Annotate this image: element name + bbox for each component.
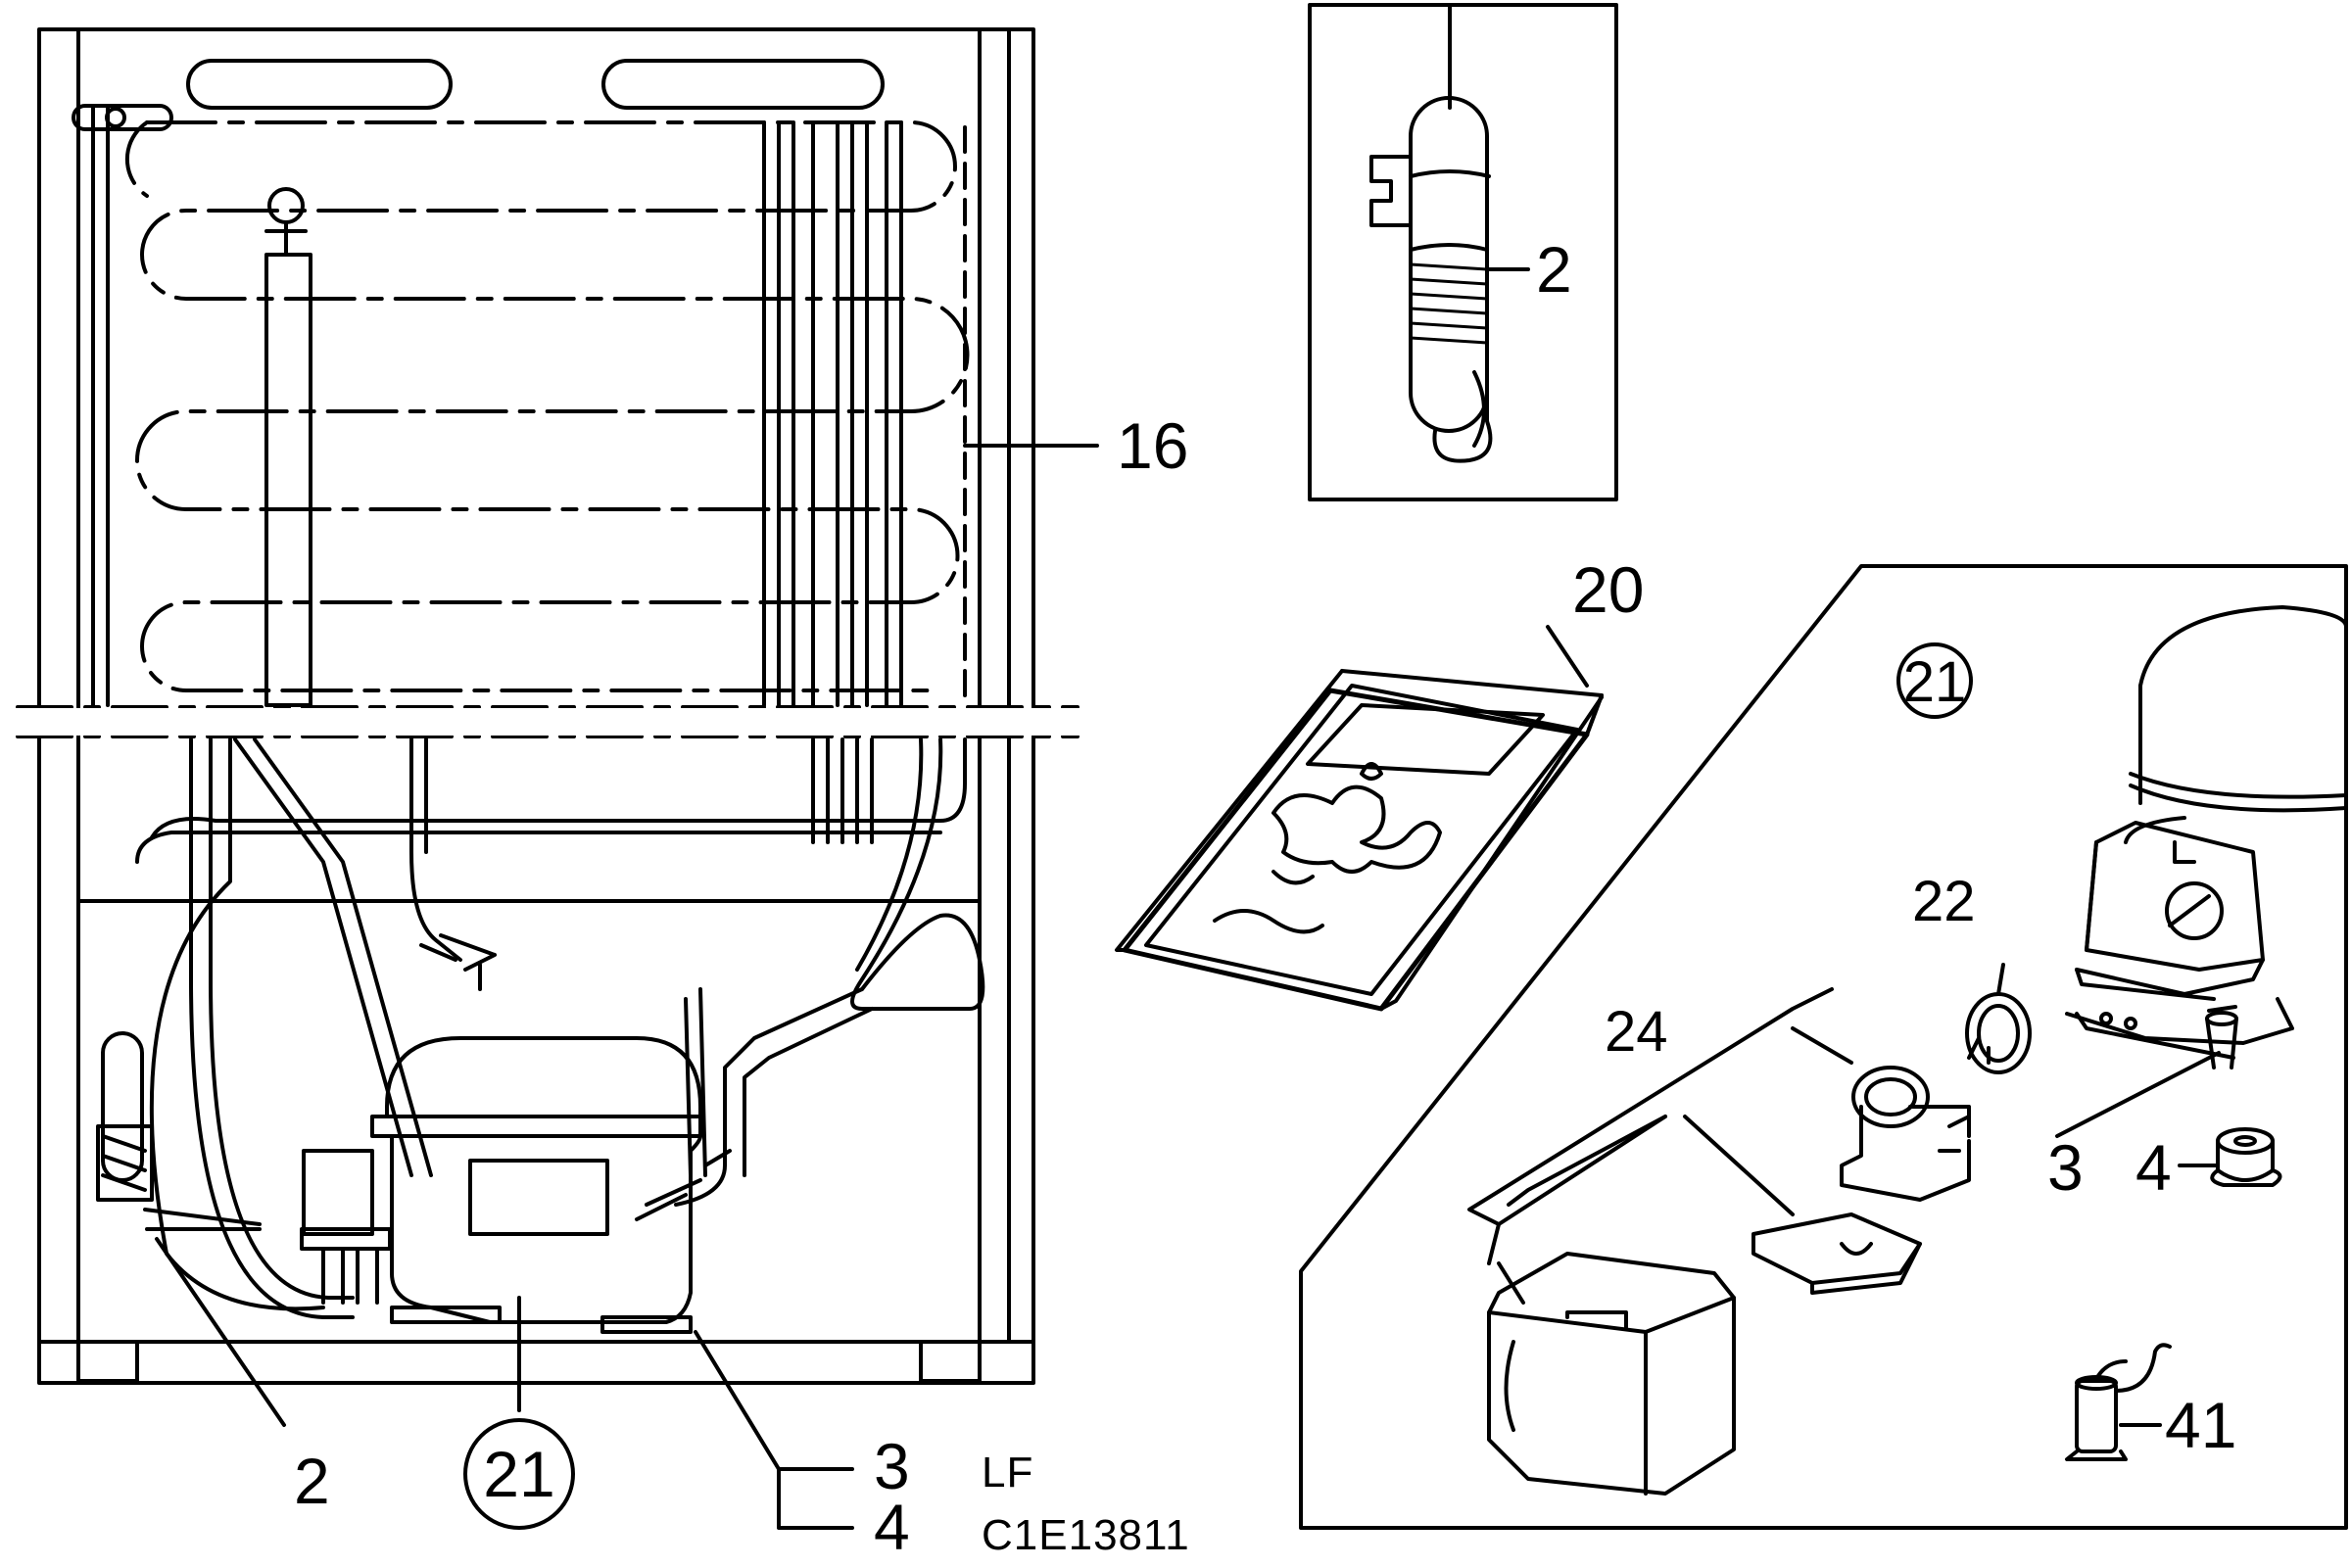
- label-version: LF: [982, 1449, 1033, 1497]
- compressor-main: [300, 1036, 732, 1334]
- accumulator-pipe: [264, 187, 312, 707]
- callout-circle-21-detail: [1896, 642, 1973, 719]
- instruction-sheet: [1115, 625, 1604, 1012]
- tube-bundle: [762, 120, 903, 707]
- label-drawing-code: C1E13811: [982, 1511, 1190, 1559]
- callout-labels: 16 2 21 3 4 LF C1E13811 2 20 21 22 24 3 …: [294, 233, 2236, 1563]
- leader-lines-left: [155, 444, 1099, 1530]
- label-grommet-detail: 3: [2047, 1131, 2084, 1204]
- section-break: [0, 705, 1080, 738]
- label-compressor-detail: 21: [1903, 650, 1967, 714]
- label-thermostat-detail: 2: [1536, 233, 1572, 306]
- label-bushing-detail: 4: [2135, 1131, 2172, 1204]
- label-bushing-main: 4: [874, 1491, 910, 1563]
- thermostat: [96, 1031, 262, 1231]
- condenser-coil: [124, 120, 970, 692]
- label-grommet-main: 3: [874, 1430, 910, 1502]
- lower-tubing: [76, 737, 985, 1344]
- callout-circle-21-main: [463, 1418, 575, 1530]
- top-vent-slot: [601, 59, 885, 110]
- label-compressor-main: 21: [483, 1438, 554, 1510]
- label-capacitor: 41: [2165, 1389, 2236, 1461]
- compressor-detail-panel: [1299, 564, 2348, 1530]
- label-instruction-sheet: 20: [1572, 553, 1644, 626]
- thermostat-inset: [1308, 3, 1618, 501]
- label-condenser: 16: [1117, 409, 1188, 482]
- label-thermostat-main: 2: [294, 1445, 330, 1517]
- top-vent-slot: [186, 59, 453, 110]
- label-overload: 22: [1912, 870, 1976, 933]
- label-relay-kit: 24: [1605, 1000, 1668, 1064]
